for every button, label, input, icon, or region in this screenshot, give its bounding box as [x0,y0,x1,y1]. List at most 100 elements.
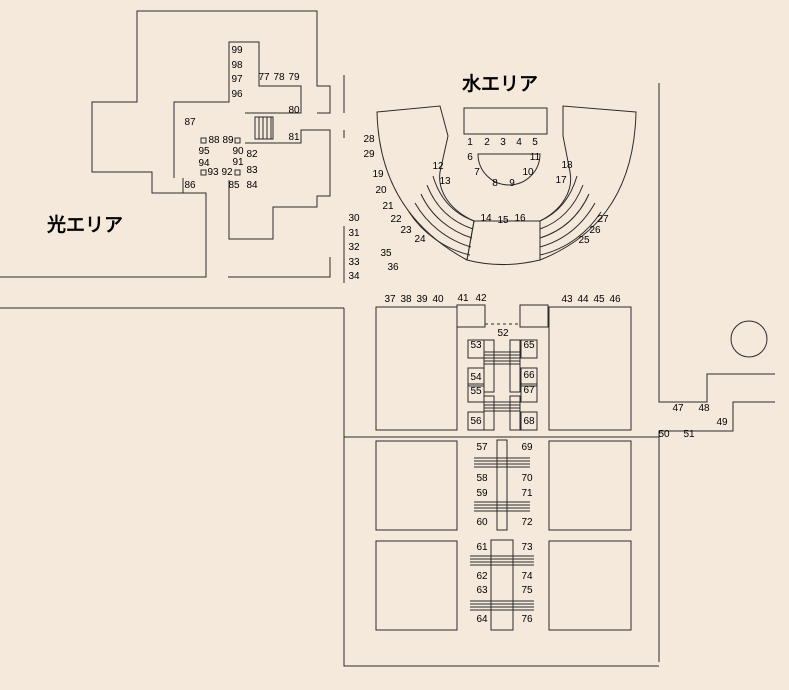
booth-label-27: 27 [597,214,609,225]
booth-label-94: 94 [198,158,210,169]
booth-label-82: 82 [246,149,258,160]
booth-label-65: 65 [523,340,535,351]
booth-label-18: 18 [561,160,573,171]
booth-label-8: 8 [492,178,498,189]
booth-label-88: 88 [208,135,220,146]
booth-label-89: 89 [222,135,234,146]
booth-label-6: 6 [467,152,473,163]
booth-label-15: 15 [497,215,509,226]
booth-label-96: 96 [231,89,243,100]
booth-label-92: 92 [221,167,233,178]
booth-label-46: 46 [609,294,621,305]
booth-label-22: 22 [390,214,402,225]
booth-label-47: 47 [672,403,684,414]
central-booths [467,339,538,631]
booth-label-20: 20 [375,185,387,196]
booth-label-48: 48 [698,403,710,414]
booth-label-4: 4 [516,137,522,148]
booth-label-69: 69 [521,442,533,453]
booth-label-1: 1 [467,137,473,148]
booth-label-37: 37 [384,294,396,305]
booth-label-57: 57 [476,442,488,453]
booth-label-41: 41 [457,293,469,304]
booth-label-40: 40 [432,294,444,305]
booth-label-33: 33 [348,257,360,268]
booth-label-21: 21 [382,201,394,212]
booth-label-90: 90 [232,146,244,157]
mizu-area-label: 水エリア [462,74,539,95]
booth-label-56: 56 [470,416,482,427]
booth-label-7: 7 [474,167,480,178]
booth-label-28: 28 [363,134,375,145]
booth-label-59: 59 [476,488,488,499]
booth-label-2: 2 [484,137,490,148]
booth-label-80: 80 [288,105,300,116]
booth-label-34: 34 [348,271,360,282]
booth-label-73: 73 [521,542,533,553]
booth-label-76: 76 [521,614,533,625]
booth-label-49: 49 [716,417,728,428]
booth-label-11: 11 [529,152,541,163]
booth-label-72: 72 [521,517,533,528]
booth-label-45: 45 [593,294,605,305]
booth-label-43: 43 [561,294,573,305]
booth-label-3: 3 [500,137,506,148]
booth-label-68: 68 [523,416,535,427]
booth-label-24: 24 [414,234,426,245]
booth-label-35: 35 [380,248,392,259]
booth-label-98: 98 [231,60,243,71]
booth-label-10: 10 [522,167,534,178]
booth-label-86: 86 [184,180,196,191]
booth-label-79: 79 [288,72,300,83]
booth-label-44: 44 [577,294,589,305]
booth-label-71: 71 [521,488,533,499]
booth-label-26: 26 [589,225,601,236]
booth-label-17: 17 [555,175,567,186]
booth-label-55: 55 [470,386,482,397]
booth-label-87: 87 [184,117,196,128]
booth-label-74: 74 [521,571,533,582]
booth-label-25: 25 [578,235,590,246]
booth-label-62: 62 [476,571,488,582]
booth-label-29: 29 [363,149,375,160]
mizu-area-outline [376,105,637,265]
hikari-small-booths [200,137,241,176]
booth-label-99: 99 [231,45,243,56]
booth-label-51: 51 [683,429,695,440]
booth-label-66: 66 [523,370,535,381]
stair-stripes [470,351,534,611]
booth-label-9: 9 [509,178,515,189]
booth-label-42: 42 [475,293,487,304]
booth-label-58: 58 [476,473,488,484]
booth-label-95: 95 [198,146,210,157]
booth-label-53: 53 [470,340,482,351]
booth-label-75: 75 [521,585,533,596]
booth-label-5: 5 [532,137,538,148]
booth-label-70: 70 [521,473,533,484]
booth-label-63: 63 [476,585,488,596]
booth-label-61: 61 [476,542,488,553]
booth-label-38: 38 [400,294,412,305]
booth-label-85: 85 [228,180,240,191]
booth-label-97: 97 [231,74,243,85]
booth-label-36: 36 [387,262,399,273]
booth-label-54: 54 [470,372,482,383]
hall-blocks [375,304,632,631]
booth-label-78: 78 [273,72,285,83]
booth-label-83: 83 [246,165,258,176]
booth-label-23: 23 [400,225,412,236]
booth-label-13: 13 [439,176,451,187]
booth-label-14: 14 [480,213,492,224]
booth-label-52: 52 [497,328,509,339]
outer-walls [343,83,775,667]
booth-label-84: 84 [246,180,258,191]
booth-label-60: 60 [476,517,488,528]
booth-label-50: 50 [658,429,670,440]
booth-label-32: 32 [348,242,360,253]
booth-label-16: 16 [514,213,526,224]
booth-label-12: 12 [432,161,444,172]
booth-label-30: 30 [348,213,360,224]
booth-label-39: 39 [416,294,428,305]
booth-label-31: 31 [348,228,360,239]
